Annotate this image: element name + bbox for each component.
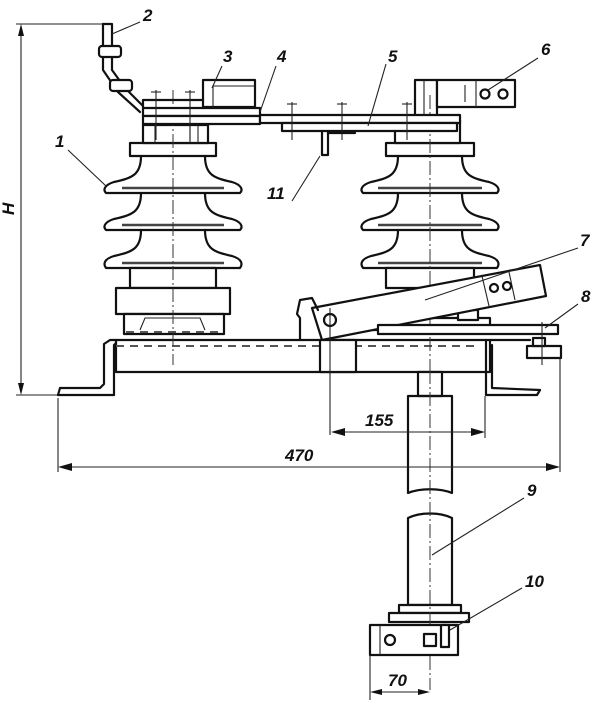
callout-8: 8 — [581, 287, 591, 306]
callout-10: 10 — [525, 572, 544, 591]
dimension-470: 470 — [57, 358, 561, 472]
right-terminal — [413, 78, 517, 117]
callout-6: 6 — [541, 40, 551, 59]
dimension-155-label: 155 — [365, 411, 394, 430]
operating-lever — [295, 263, 548, 435]
callout-11: 11 — [267, 184, 285, 203]
right-insulator — [360, 95, 500, 395]
dimension-470-label: 470 — [284, 446, 314, 465]
callouts: 1 2 3 4 5 6 7 8 9 10 11 — [55, 6, 591, 631]
callout-9: 9 — [527, 481, 537, 500]
callout-4: 4 — [276, 47, 287, 66]
callout-7: 7 — [580, 231, 591, 250]
dimension-155: 155 — [331, 396, 486, 438]
callout-2: 2 — [142, 6, 153, 25]
drive-shaft — [387, 370, 471, 690]
terminal-lead — [97, 22, 145, 114]
callout-1: 1 — [55, 132, 64, 151]
dimension-70-label: 70 — [388, 671, 407, 690]
dimension-70: 70 — [369, 656, 430, 700]
left-insulator — [103, 90, 243, 365]
bottom-bracket — [368, 623, 460, 657]
dimension-h-label: H — [0, 202, 18, 215]
base-frame — [56, 338, 542, 397]
dimension-h: H — [0, 23, 104, 396]
callout-3: 3 — [223, 47, 233, 66]
callout-5: 5 — [388, 47, 398, 66]
contact-bars — [141, 78, 462, 157]
stop-bolt — [376, 322, 563, 365]
